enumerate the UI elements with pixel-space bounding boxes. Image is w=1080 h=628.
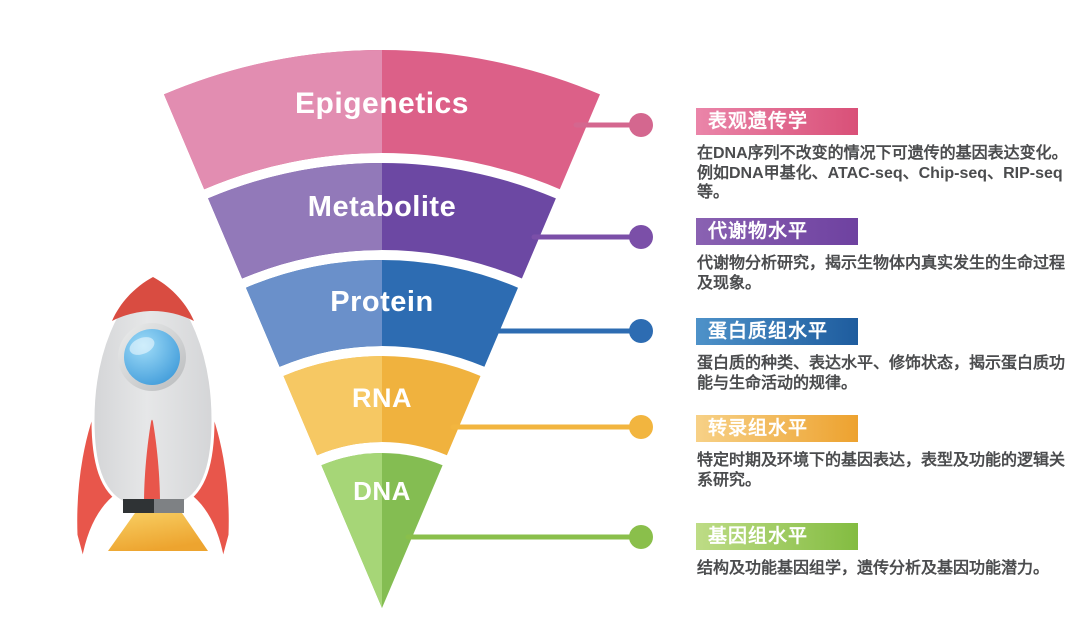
legend-description: 代谢物分析研究，揭示生物体内真实发生的生命过程及现象。 (697, 255, 1066, 292)
legend-description: 特定时期及环境下的基因表达，表型及功能的逻辑关系研究。 (697, 452, 1066, 489)
connector-dot-dna (629, 525, 653, 549)
legend-title-bar: 基因组水平 (696, 523, 858, 550)
legend-item-epigenetics: 表观遗传学 在DNA序列不改变的情况下可遗传的基因表达变化。例如DNA甲基化、A… (696, 108, 1080, 203)
connector-dot-rna (629, 415, 653, 439)
funnel-segment-protein (246, 260, 518, 367)
connectors (405, 113, 653, 549)
segment-left-shape (208, 163, 382, 279)
funnel-label-epigenetics: Epigenetics (295, 87, 469, 120)
legend-title: 表观遗传学 (708, 111, 809, 132)
funnel-label-metabolite: Metabolite (308, 191, 456, 223)
legend-title-bar: 转录组水平 (696, 415, 858, 442)
funnel-segment-dna (321, 452, 443, 608)
rocket-icon (74, 274, 232, 562)
funnel-label-rna: RNA (352, 383, 412, 413)
legend-item-genome: 基因组水平 结构及功能基因组学，遗传分析及基因功能潜力。 (696, 523, 1080, 579)
legend-description: 结构及功能基因组学，遗传分析及基因功能潜力。 (697, 560, 1050, 577)
legend-item-transcriptome: 转录组水平 特定时期及环境下的基因表达，表型及功能的逻辑关系研究。 (696, 415, 1080, 490)
connector-dot-epigenetics (629, 113, 653, 137)
connector-dot-metabolite (629, 225, 653, 249)
funnel-label-dna: DNA (353, 476, 411, 506)
legend-title-bar: 表观遗传学 (696, 108, 858, 135)
legend-item-metabolite: 代谢物水平 代谢物分析研究，揭示生物体内真实发生的生命过程及现象。 (696, 218, 1080, 293)
funnel (164, 50, 600, 608)
rocket-flame-shape (108, 513, 208, 551)
segment-left-shape (246, 260, 382, 367)
funnel-segment-rna (283, 355, 481, 456)
legend-item-proteome: 蛋白质组水平 蛋白质的种类、表达水平、修饰状态，揭示蛋白质功能与生命活动的规律。 (696, 318, 1080, 393)
rocket-center-fin-shape (144, 419, 160, 503)
legend-description: 蛋白质的种类、表达水平、修饰状态，揭示蛋白质功能与生命活动的规律。 (697, 355, 1066, 392)
legend-title: 代谢物水平 (708, 221, 809, 242)
rocket-nose-cone-shape (112, 277, 194, 321)
funnel-label-protein: Protein (330, 286, 433, 318)
rocket-window (124, 329, 180, 385)
legend-title-bar: 代谢物水平 (696, 218, 858, 245)
rocket-base-left (123, 499, 154, 513)
legend-title: 转录组水平 (708, 418, 809, 439)
funnel-labels: Epigenetics Metabolite Protein RNA DNA (295, 87, 469, 506)
legend-description: 在DNA序列不改变的情况下可遗传的基因表达变化。例如DNA甲基化、ATAC-se… (697, 145, 1068, 201)
legend-title-bar: 蛋白质组水平 (696, 318, 858, 345)
rocket-base-right (154, 499, 184, 513)
legend-title: 蛋白质组水平 (708, 321, 829, 342)
legend-title: 基因组水平 (708, 526, 809, 547)
segment-left-shape (321, 452, 382, 608)
rocket-window-highlight (129, 337, 155, 355)
legend-column: 表观遗传学 在DNA序列不改变的情况下可遗传的基因表达变化。例如DNA甲基化、A… (696, 0, 1080, 628)
funnel-segment-metabolite (208, 163, 556, 279)
segment-left-shape (164, 50, 382, 190)
connector-dot-protein (629, 319, 653, 343)
funnel-segment-epigenetics (164, 50, 600, 190)
segment-left-shape (283, 355, 382, 456)
